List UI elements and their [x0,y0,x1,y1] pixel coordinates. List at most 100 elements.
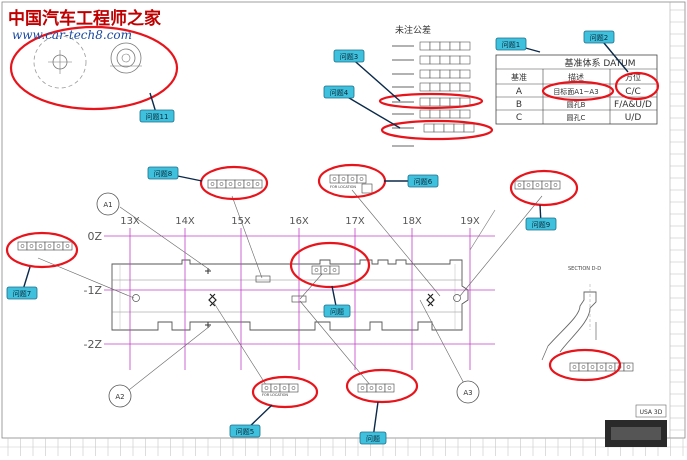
fcf-symbol [572,365,577,369]
issue-callout: 问题6 [384,174,439,188]
datum-target-bubble: A1 [96,192,120,216]
note-fcf-cell [449,97,461,107]
callout-label: 问题4 [330,89,349,97]
station-label: 19X [460,216,480,227]
fcf-symbol [29,244,34,248]
callout-label: 问题2 [590,34,608,42]
fcf-cell [53,241,64,251]
fcf-cell [234,179,245,189]
highlight-ellipse [289,241,371,289]
fcf-cell [243,179,254,189]
fcf-cell [225,179,236,189]
issue-callout: 问题11 [139,92,175,123]
fcf-symbol [581,365,586,369]
note-fcf-cell [439,109,451,119]
z-level-label: -2Z [83,338,102,351]
datum-header-cell: 方位 [625,72,641,82]
datum-cell: 圆孔C [567,114,586,122]
station-label: 14X [175,216,195,227]
callout-box [147,166,179,180]
fcf-symbol [20,244,25,248]
datum-cell: 目标面A1~A3 [553,87,598,96]
fcf-cell [207,179,218,189]
notes-title: 未注公差 [395,24,431,36]
fcf-symbol [219,182,224,186]
fcf-symbol [608,365,613,369]
issue-callout: 问题9 [525,204,557,231]
note-fcf-cell [439,55,451,65]
locator-pin-view [33,35,142,89]
note-fcf-cell [459,41,471,51]
fcf-cell [288,383,299,393]
datum-cell: B [516,100,522,110]
note-fcf-cell [463,123,475,133]
callout-box [139,109,175,123]
fcf-cell [329,265,340,275]
datum-circle [96,192,120,216]
fcf-cell [550,180,561,190]
fcf-symbol [255,182,260,186]
title-block-text: USA 3D [640,409,663,416]
note-fcf-cell [459,69,471,79]
note-fcf-cell [429,69,441,79]
callout-label: 问题5 [236,428,254,436]
fcf-cell [311,265,322,275]
fcf-symbol [323,268,328,272]
fcf-cell [587,362,598,372]
part-outline [111,259,469,331]
issue-callout: 问题5 [229,404,273,438]
fcf-symbol [599,365,604,369]
bottom-ruler [0,438,687,456]
datum-cell: C [516,113,522,123]
right-ruler [670,9,685,431]
highlight-ellipses [5,25,660,409]
highlight-ellipse [541,80,615,102]
z-level-label: 0Z [87,230,102,243]
fcf-cell [596,362,607,372]
fcf-cell [44,241,55,251]
callout-box [359,431,387,445]
feature-control-frame [17,241,73,251]
callout-box [495,37,527,51]
datum-cell: F/A&U/D [614,100,652,110]
fcf-cell [216,179,227,189]
fcf-cell [578,362,589,372]
fcf-symbol [526,183,531,187]
issue-callout: 问题3 [333,49,401,102]
fcf-cell [62,241,73,251]
fcf-symbol [291,386,296,390]
fcf-symbol [38,244,43,248]
feature-control-frame [207,179,263,189]
note-fcf-cell [419,109,431,119]
highlight-ellipse [9,25,179,111]
note-fcf-cell [429,97,441,107]
drawing-border [1,1,686,439]
note-fcf-cell [419,55,431,65]
callout-label: 问题3 [340,53,358,61]
fcf-location-label: FOR LOCATION [330,185,356,189]
note-fcf-cell [429,41,441,51]
note-fcf-cell [419,82,431,92]
fcf-cell [252,179,263,189]
highlight-ellipse [380,119,494,141]
fcf-cell [261,383,272,393]
datum-target-bubble: A3 [456,380,480,404]
feature-markers [132,268,461,328]
fcf-symbol [237,182,242,186]
note-fcf-cell [449,41,461,51]
grid-edge-line [469,209,496,251]
fcf-symbol [517,183,522,187]
fcf-cell [17,241,28,251]
fcf-symbol [626,365,631,369]
note-fcf-cell [419,97,431,107]
fcf-symbol [341,177,346,181]
feature-control-frame [514,180,561,190]
callout-box [525,217,557,231]
station-label: 17X [345,216,365,227]
fcf-location-label: FOR LOCATION [262,393,288,397]
fcf-cell [320,265,331,275]
callout-box [333,49,365,63]
highlight-ellipse [548,348,622,382]
